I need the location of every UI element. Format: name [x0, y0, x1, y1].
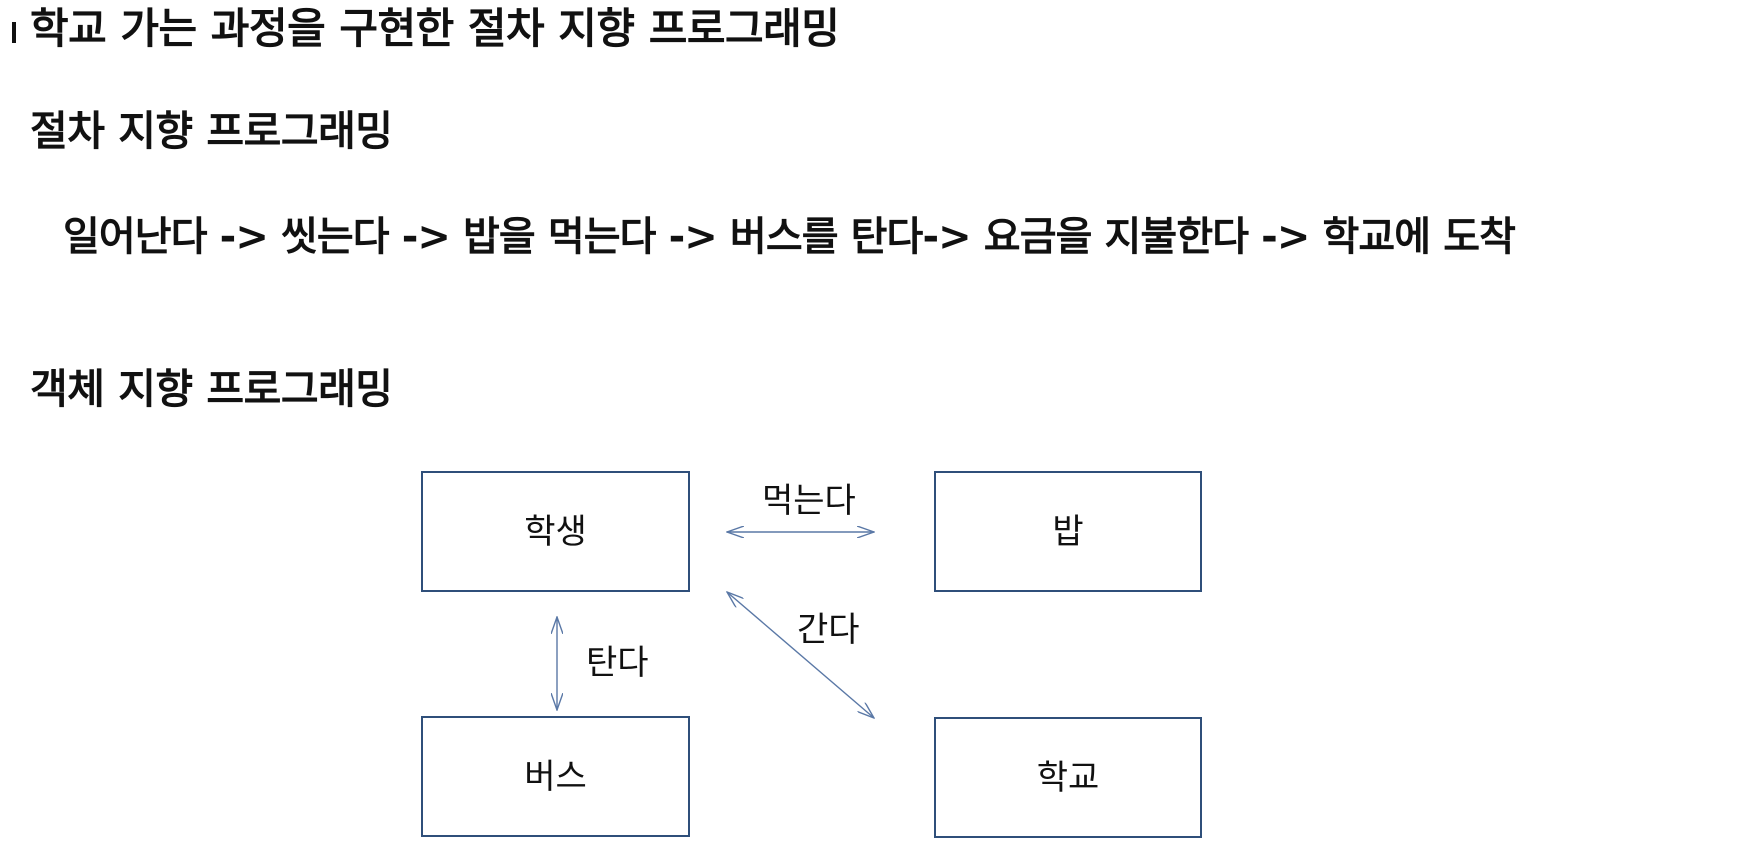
title-bullet	[12, 22, 16, 43]
node-rice: 밥	[934, 471, 1202, 592]
node-rice-label: 밥	[1052, 512, 1083, 552]
node-student: 학생	[421, 471, 690, 592]
edge-go-label: 간다	[797, 610, 860, 650]
procedural-heading: 절차 지향 프로그래밍	[30, 107, 393, 155]
node-school-label: 학교	[1037, 758, 1100, 798]
node-bus: 버스	[421, 716, 690, 837]
edge-go-arrow	[727, 592, 874, 718]
object-oriented-heading: 객체 지향 프로그래밍	[30, 365, 393, 413]
procedural-steps: 일어난다 -> 씻는다 -> 밥을 먹는다 -> 버스를 탄다-> 요금을 지불…	[63, 214, 1516, 260]
page-title: 학교 가는 과정을 구현한 절차 지향 프로그래밍	[30, 4, 840, 53]
node-bus-box	[421, 716, 690, 837]
node-rice-box	[934, 471, 1202, 592]
node-student-box	[421, 471, 690, 592]
edge-ride-label: 탄다	[586, 643, 649, 683]
edge-eat-label: 먹는다	[762, 481, 856, 521]
node-student-label: 학생	[524, 512, 587, 552]
node-school: 학교	[934, 717, 1202, 838]
node-bus-label: 버스	[524, 757, 587, 797]
node-school-box	[934, 717, 1202, 838]
